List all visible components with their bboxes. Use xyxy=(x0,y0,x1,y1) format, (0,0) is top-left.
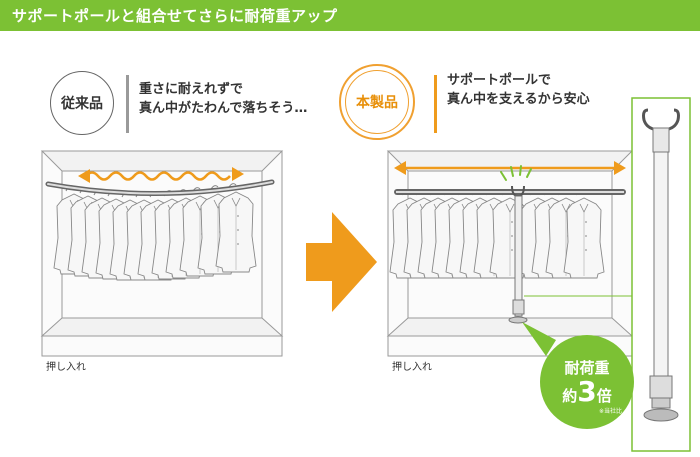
load-capacity-callout: 耐荷重 約3倍 ※当社比 xyxy=(540,335,634,429)
new-product-badge: 本製品 xyxy=(345,70,409,134)
callout-suffix: 倍 xyxy=(596,387,612,405)
callout-pointer xyxy=(522,322,556,356)
old-caption-line1: 重さに耐えれずで xyxy=(139,82,244,97)
new-caption-line2: 真ん中を支えるから安心 xyxy=(447,92,590,107)
callout-note: ※当社比 xyxy=(598,408,622,415)
callout-prefix: 約 xyxy=(562,387,578,405)
caption-divider-right xyxy=(434,75,437,133)
support-pole-small xyxy=(508,185,528,324)
new-product-caption: サポートポールで 真ん中を支えるから安心 xyxy=(447,71,590,109)
hanging-shirts-right xyxy=(389,189,605,279)
header-banner: サポートポールと組合せてさらに耐荷重アップ xyxy=(0,0,700,31)
new-caption-line1: サポートポールで xyxy=(447,73,552,88)
old-product-caption: 重さに耐えれずで 真ん中がたわんで落ちそう… xyxy=(139,80,307,118)
arrow-right-icon xyxy=(306,212,377,312)
closet-label-right: 押し入れ xyxy=(392,362,432,373)
banner-title: サポートポールと組合せてさらに耐荷重アップ xyxy=(12,7,338,25)
callout-value: 約3倍 xyxy=(540,375,634,408)
old-product-badge: 従来品 xyxy=(50,71,114,135)
wavy-stress-arrow xyxy=(78,167,244,183)
old-product-badge-label: 従来品 xyxy=(61,96,103,112)
callout-title: 耐荷重 xyxy=(564,359,610,377)
caption-divider-left xyxy=(126,75,129,133)
callout-number: 3 xyxy=(577,375,597,408)
closet-label-left: 押し入れ xyxy=(46,362,86,373)
support-pole-large xyxy=(642,108,680,422)
new-product-badge-ring xyxy=(339,64,415,140)
emphasis-marks xyxy=(500,165,532,181)
old-caption-line2: 真ん中がたわんで落ちそう… xyxy=(139,101,308,116)
new-product-badge-label: 本製品 xyxy=(356,95,398,111)
straight-arrow xyxy=(394,161,626,175)
